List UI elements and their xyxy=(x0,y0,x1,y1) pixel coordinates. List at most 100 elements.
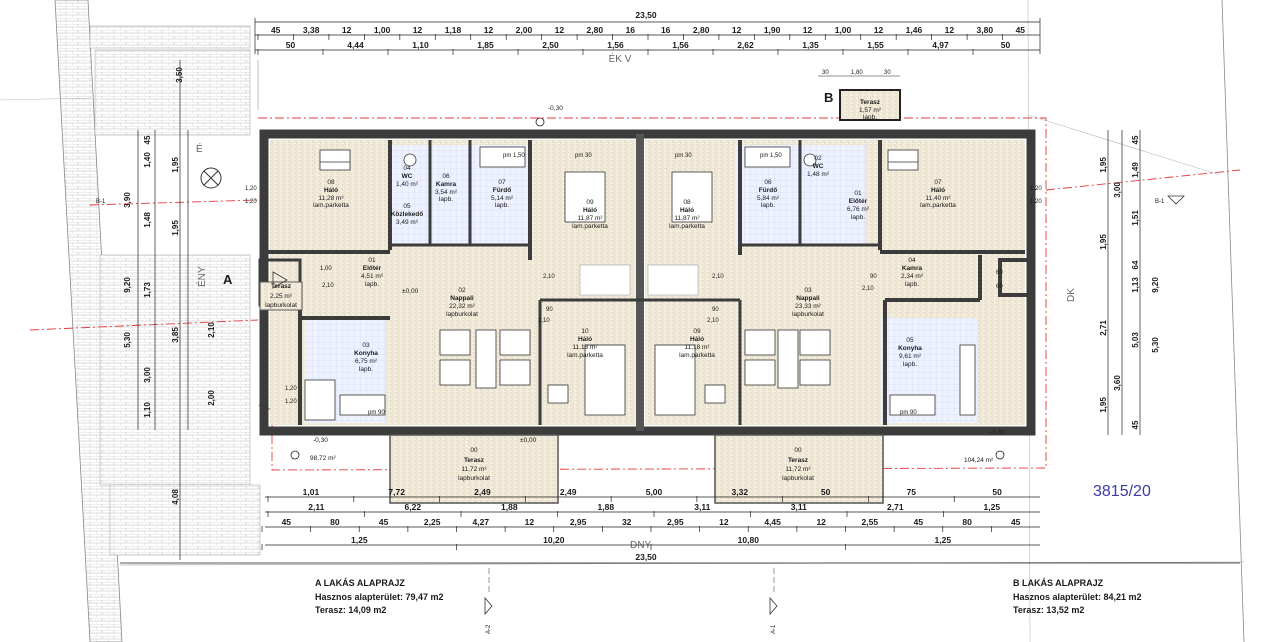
svg-text:WC: WC xyxy=(813,163,824,170)
dimension-value: 1,18 xyxy=(445,25,462,35)
svg-text:3,60: 3,60 xyxy=(1113,375,1122,391)
orientation-bottom: DNY xyxy=(630,540,651,551)
svg-text:lapb.: lapb. xyxy=(863,114,877,121)
svg-text:4,51 m²: 4,51 m² xyxy=(361,273,384,280)
room-a-08: 08 Háló 11,28 m² lam.parketta xyxy=(313,179,349,209)
caption-b: B LAKÁS ALAPRAJZ Hasznos alapterület: 84… xyxy=(1013,578,1142,615)
section-mark-a: A xyxy=(223,272,233,287)
dimension-value: 80 xyxy=(962,517,972,527)
overall-height-left: 9,20 xyxy=(123,277,132,293)
svg-text:1,20: 1,20 xyxy=(285,386,297,392)
caption-a-title: A LAKÁS ALAPRAJZ xyxy=(315,578,405,588)
dimension-value: 12 xyxy=(413,25,423,35)
dimension-value: 3,80 xyxy=(977,25,994,35)
room-labels-a: 08 Háló 11,28 m² lam.parketta 06 Kamra 3… xyxy=(265,165,608,482)
svg-text:lapburkolat: lapburkolat xyxy=(782,475,814,482)
level-minus-top: -0,30 xyxy=(548,105,563,112)
room-a-02: 02 Nappali 22,32 m² lapburkolat xyxy=(446,287,478,318)
svg-text:02: 02 xyxy=(814,155,822,162)
svg-text:WC: WC xyxy=(402,173,413,180)
orientation-marks: ÉNY DK DNY É A B-1 B-1 A-2 A-1 xyxy=(96,142,1185,634)
level-minus-left: -0,30 xyxy=(313,437,328,444)
svg-text:pm 1,50: pm 1,50 xyxy=(503,153,525,159)
room-a-03: 03 Konyha 6,75 m² lapb. xyxy=(354,342,378,373)
svg-text:Háló: Háló xyxy=(578,336,592,343)
svg-text:pm 1,50: pm 1,50 xyxy=(760,153,782,159)
svg-text:3,90: 3,90 xyxy=(123,192,132,208)
orientation-right: DK xyxy=(1066,288,1077,302)
svg-text:1,40: 1,40 xyxy=(143,152,152,168)
dimension-value: 4,27 xyxy=(473,517,490,527)
svg-text:10: 10 xyxy=(581,328,589,335)
overall-height-right: 9,20 xyxy=(1151,277,1160,293)
dimension-value: 45 xyxy=(271,25,281,35)
svg-text:2,10: 2,10 xyxy=(707,318,719,324)
svg-text:Konyha: Konyha xyxy=(354,350,378,357)
svg-text:pm 30: pm 30 xyxy=(575,153,592,159)
svg-text:lapb.: lapb. xyxy=(761,202,775,209)
svg-text:11,87 m²: 11,87 m² xyxy=(674,215,700,222)
dimension-value: 2,95 xyxy=(570,517,587,527)
right-dimensions xyxy=(1107,130,1141,435)
dimension-value: 2,55 xyxy=(862,517,879,527)
svg-text:45: 45 xyxy=(143,135,152,144)
svg-text:2,34 m²: 2,34 m² xyxy=(901,273,924,280)
room-a-06: 06 Kamra 3,54 m² lapb. xyxy=(435,173,458,203)
svg-text:04: 04 xyxy=(403,165,411,172)
svg-text:Háló: Háló xyxy=(931,187,945,194)
room-a-09: 09 Háló 11,87 m² lam.parketta xyxy=(572,199,608,230)
dimension-value: 12 xyxy=(803,25,813,35)
dimension-value: 1,01 xyxy=(303,487,320,497)
svg-text:lapb.: lapb. xyxy=(439,196,453,203)
svg-text:lapburkolat: lapburkolat xyxy=(446,311,478,318)
svg-text:Háló: Háló xyxy=(583,207,597,214)
svg-text:3,54 m²: 3,54 m² xyxy=(435,189,458,196)
svg-text:2,25 m²: 2,25 m² xyxy=(270,293,293,300)
svg-text:5,30: 5,30 xyxy=(1151,337,1160,353)
top-dimensions xyxy=(254,18,1041,54)
svg-text:1,13: 1,13 xyxy=(1131,277,1140,293)
dimension-value: 1,35 xyxy=(802,40,819,50)
room-labels-b: 08 Háló 11,87 m² lam.parketta 06 Fürdő 5… xyxy=(669,155,956,482)
svg-text:3,00: 3,00 xyxy=(1113,182,1122,198)
dimension-value: 12 xyxy=(342,25,352,35)
dimension-value: 3,38 xyxy=(303,25,320,35)
caption-b-title: B LAKÁS ALAPRAJZ xyxy=(1013,578,1104,588)
dimension-value: 16 xyxy=(661,25,671,35)
dimension-value: 32 xyxy=(622,517,632,527)
svg-text:4,08: 4,08 xyxy=(171,489,180,505)
caption-b-terrace: Terasz: 13,52 m2 xyxy=(1013,605,1084,615)
terraces xyxy=(259,281,884,504)
orientation-left: ÉNY xyxy=(195,266,208,287)
svg-text:Háló: Háló xyxy=(680,207,694,214)
svg-text:Előtér: Előtér xyxy=(363,265,382,272)
room-b-03: 03 Nappali 23,33 m² lapburkolat xyxy=(792,287,824,318)
dimension-value: 6,22 xyxy=(405,502,422,512)
dimension-value: 10,80 xyxy=(738,535,760,545)
dimension-value: 4,44 xyxy=(347,40,364,50)
svg-text:lam.parketta: lam.parketta xyxy=(669,223,705,230)
dimension-value: 12 xyxy=(719,517,729,527)
svg-text:5,14 m²: 5,14 m² xyxy=(491,195,514,202)
dimension-value: 2,50 xyxy=(542,40,559,50)
svg-text:6,76 m²: 6,76 m² xyxy=(847,206,870,213)
room-b-07: 07 Háló 11,40 m² lam.parketta xyxy=(920,179,956,209)
svg-text:04: 04 xyxy=(908,257,916,264)
svg-text:Közlekedő: Közlekedő xyxy=(391,211,424,218)
svg-text:lapb.: lapb. xyxy=(905,281,919,288)
svg-text:1,10: 1,10 xyxy=(143,402,152,418)
dimension-value: 2,00 xyxy=(516,25,533,35)
dimension-value: 50 xyxy=(992,487,1002,497)
caption-a-terrace: Terasz: 14,09 m2 xyxy=(315,605,386,615)
room-a-terrace: 00 Terasz 11,72 m² lapburkolat xyxy=(458,447,490,482)
dimension-value: 80 xyxy=(330,517,340,527)
svg-text:06: 06 xyxy=(764,179,772,186)
svg-text:Nappali: Nappali xyxy=(796,295,820,302)
dimension-value: 2,62 xyxy=(737,40,754,50)
svg-text:2,10: 2,10 xyxy=(322,283,334,289)
svg-text:1,95: 1,95 xyxy=(171,157,180,173)
dimension-value: 1,88 xyxy=(598,502,615,512)
svg-text:5,84 m²: 5,84 m² xyxy=(757,195,780,202)
